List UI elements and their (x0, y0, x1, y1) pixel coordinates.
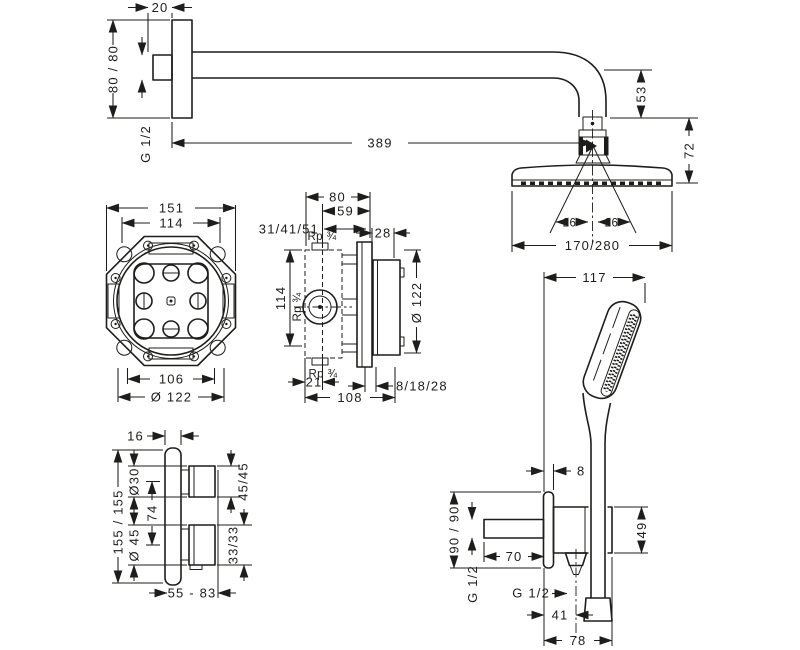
dim-ibox-diameter: Ø 122 (151, 390, 192, 405)
wall-outlet-dimensions: 90 / 90 G 1/2 70 49 G 1/2 41 78 (447, 491, 649, 648)
dim-trim-height: 155 / 155 (111, 489, 126, 554)
label-port-top: Rp ¾ (307, 231, 336, 243)
ibox-ports (133, 262, 209, 340)
dim-arm-length: 389 (367, 136, 392, 151)
ibox-side-drawing (294, 228, 405, 368)
dim-handle-bottom-height: 33/33 (226, 526, 241, 565)
hand-shower-dimensions: 117 8 (526, 270, 646, 492)
dim-trim-thickness: 16 (127, 429, 144, 444)
dim-outlet-thread-wall: G 1/2 (465, 565, 480, 603)
dim-outlet-thread-bottom: G 1/2 (512, 586, 550, 601)
label-port-mid: Rp ¾ (292, 292, 304, 321)
dim-ibox-width-inner: 106 (159, 372, 184, 387)
dim-side-height-114: 114 (273, 286, 288, 310)
dim-handle-top-diameter: Ø30 (127, 467, 142, 495)
dim-spray-angle-left: 26° (563, 218, 582, 230)
dim-spray-angle-right: 26° (605, 218, 624, 230)
dim-outlet-height: 90 / 90 (447, 505, 462, 553)
overhead-shower-dimensions: 53 72 26° 26° 170/280 (511, 69, 698, 253)
dim-escutcheon-depth: 8 (577, 464, 585, 479)
ibox-front-dimensions: 151 114 106 Ø 122 (105, 201, 237, 405)
dim-cover-range: 8/18/28 (396, 379, 448, 394)
overhead-shower-drawing (511, 145, 673, 234)
dim-handshower-reach: 117 (582, 270, 606, 285)
dim-head-offset: 53 (634, 86, 649, 103)
hand-shower-drawing (582, 300, 642, 622)
thermostat-dimensions: 16 155 / 155 Ø30 74 Ø 45 45/45 (111, 429, 252, 601)
dim-install-depth-range: 55 - 83 (168, 586, 217, 601)
dim-side-diameter-122: Ø 122 (409, 282, 424, 323)
thermostat-drawing (164, 447, 216, 586)
shower-arm-drawing (152, 19, 611, 243)
wall-outlet-drawing (483, 491, 613, 646)
dim-side-depth-80: 80 (329, 190, 346, 205)
ibox-screws (110, 240, 232, 362)
dim-side-21: 21 (306, 375, 323, 390)
ibox-side-dimensions: 80 59 31/41/51 28 Rp ¾ Rp ¾ Rp ¾ 114 Ø 1… (259, 190, 448, 406)
shower-arm-dimensions: 20 80 / 80 G 1/2 389 (106, 0, 594, 163)
dim-ibox-width-outer: 151 (159, 201, 184, 216)
dim-side-108: 108 (337, 390, 362, 405)
dim-pipe-length: 70 (506, 549, 523, 564)
dim-arm-thread: G 1/2 (138, 125, 153, 163)
dim-side-depth-59: 59 (337, 204, 354, 219)
dim-head-height: 72 (682, 142, 697, 159)
dim-handle-top-height: 45/45 (236, 462, 251, 501)
dim-plaster-depth-range: 31/41/51 (259, 222, 319, 237)
dim-handle-spacing: 74 (145, 505, 160, 522)
dim-ibox-bolt-circle: 114 (159, 216, 183, 231)
dim-head-diameter: 170/280 (565, 238, 620, 253)
dim-plate-height: 80 / 80 (106, 45, 121, 93)
ibox-front-drawing (105, 235, 237, 367)
dim-side-28: 28 (375, 226, 392, 241)
dim-holder-depth-78: 78 (570, 633, 587, 648)
dim-handle-bottom-diameter: Ø 45 (127, 529, 142, 562)
dim-outlet-offset-41: 41 (552, 608, 569, 623)
dim-plate-depth: 20 (152, 0, 169, 15)
dim-holder-height: 49 (634, 522, 649, 539)
